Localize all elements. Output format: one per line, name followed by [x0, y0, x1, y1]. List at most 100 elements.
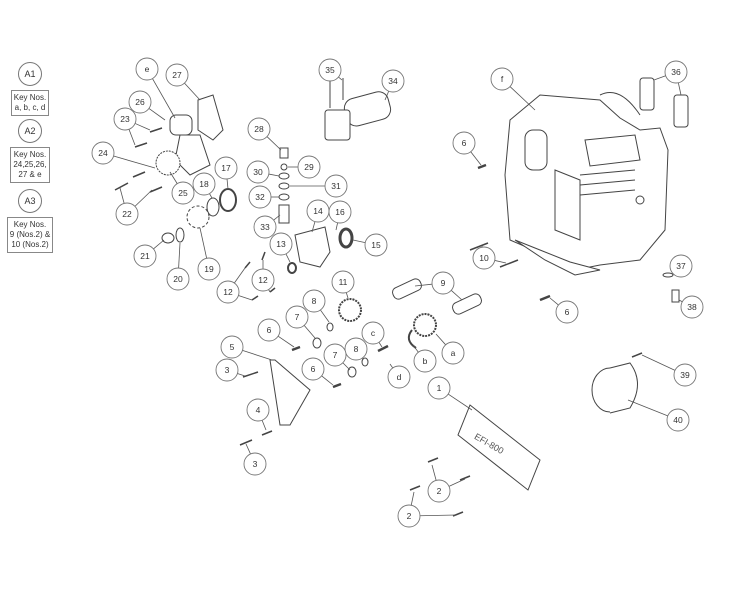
callout-label: 2: [437, 486, 442, 496]
legend-text: Key Nos. a, b, c, d: [10, 90, 50, 116]
leader-line: [178, 242, 181, 269]
callout-3: 3: [215, 358, 246, 382]
callout-circle: [171, 181, 195, 205]
leader-line: [345, 292, 349, 299]
callout-33: 33: [253, 214, 281, 239]
callout-20: 20: [166, 242, 190, 291]
callout-label: 1: [437, 383, 442, 393]
callout-c: c: [361, 321, 385, 348]
cover-plate-part: [294, 226, 331, 268]
callout-26: 26: [128, 90, 166, 121]
callout-circle: [269, 232, 293, 256]
callouts: e272623242522181721201935342829303132331…: [91, 57, 704, 528]
leader-line: [119, 187, 125, 204]
callout-6: 6: [301, 357, 334, 386]
callout-circle: [285, 305, 309, 329]
callout-circle: [297, 155, 321, 179]
callout-label: 12: [258, 275, 268, 285]
leader-line: [677, 82, 682, 96]
callout-18: 18: [192, 172, 216, 199]
callout-circle: [133, 244, 157, 268]
callout-label: 28: [254, 124, 264, 134]
leader-line: [184, 82, 201, 101]
leader-line: [412, 344, 419, 353]
callout-label: 2: [407, 511, 412, 521]
callout-circle: [666, 408, 690, 432]
callout-17: 17: [214, 156, 238, 190]
callout-circle: [215, 358, 239, 382]
callout-circle: [301, 357, 325, 381]
leader-line: [389, 363, 394, 369]
callout-15: 15: [352, 233, 388, 257]
callout-circle: [216, 280, 240, 304]
callout-circle: [248, 185, 272, 209]
callout-circle: [431, 271, 455, 295]
callout-1: 1: [427, 376, 473, 411]
callout-label: 26: [135, 97, 145, 107]
callout-d: d: [387, 363, 411, 389]
legend-a2: A2 Key Nos. 24,25,26, 27 & e: [0, 119, 60, 183]
crankcase-part: [504, 92, 669, 276]
callout-circle: [257, 318, 281, 342]
starter-motor-part: [324, 78, 392, 141]
leader-line: [134, 123, 151, 131]
leader-line: [414, 283, 433, 287]
callout-34: 34: [381, 69, 405, 101]
callout-label: 3: [253, 459, 258, 469]
leader-line: [128, 129, 136, 146]
callout-12: 12: [216, 267, 253, 304]
leader-line: [209, 193, 213, 199]
callout-23: 23: [113, 107, 151, 146]
callout-22: 22: [115, 187, 153, 226]
callout-f: f: [490, 67, 536, 111]
callout-circle: [115, 202, 139, 226]
callout-2: 2: [427, 464, 466, 503]
callout-7: 7: [323, 343, 351, 371]
callout-circle: [452, 131, 476, 155]
sleeve-part: [278, 204, 290, 224]
callout-label: 33: [260, 222, 270, 232]
callout-28: 28: [247, 117, 282, 151]
leader-line: [320, 309, 330, 323]
callout-label: 9: [441, 278, 446, 288]
callout-circle: [135, 57, 159, 81]
callout-35: 35: [318, 58, 343, 82]
callout-31: 31: [290, 174, 348, 198]
callout-label: c: [371, 328, 376, 338]
ring-part: [206, 197, 220, 217]
callout-circle: [427, 479, 451, 503]
callout-11: 11: [331, 270, 355, 299]
callout-circle: [251, 268, 275, 292]
leader-line: [303, 325, 316, 339]
washer-part: [175, 227, 185, 243]
callout-label: 4: [256, 405, 261, 415]
callout-label: 24: [98, 148, 108, 158]
leader-line: [410, 491, 415, 506]
leader-line: [266, 136, 282, 151]
callout-circle: [673, 363, 697, 387]
callout-circle: [664, 60, 688, 84]
callout-6: 6: [257, 318, 295, 348]
gear-part: [413, 313, 437, 337]
leader-line: [378, 342, 383, 348]
leader-line: [242, 350, 273, 361]
callout-label: 16: [335, 207, 345, 217]
callout-circle: [328, 200, 352, 224]
leader-line: [268, 173, 280, 177]
tappet-part: [673, 94, 689, 128]
callout-circle: [247, 117, 271, 141]
callout-circle: [490, 67, 514, 91]
callout-circle: [318, 58, 342, 82]
callout-circle: [441, 341, 465, 365]
leader-line: [153, 239, 165, 250]
callout-12: 12: [251, 260, 275, 293]
tappet-part: [639, 77, 655, 111]
callout-label: 25: [178, 188, 188, 198]
leader-line: [352, 239, 366, 244]
callout-label: 6: [462, 138, 467, 148]
washer-part: [161, 232, 175, 244]
callout-label: 11: [339, 277, 348, 287]
legend-a1: A1 Key Nos. a, b, c, d: [0, 62, 60, 116]
callout-label: 29: [304, 162, 314, 172]
callout-label: 5: [230, 342, 235, 352]
